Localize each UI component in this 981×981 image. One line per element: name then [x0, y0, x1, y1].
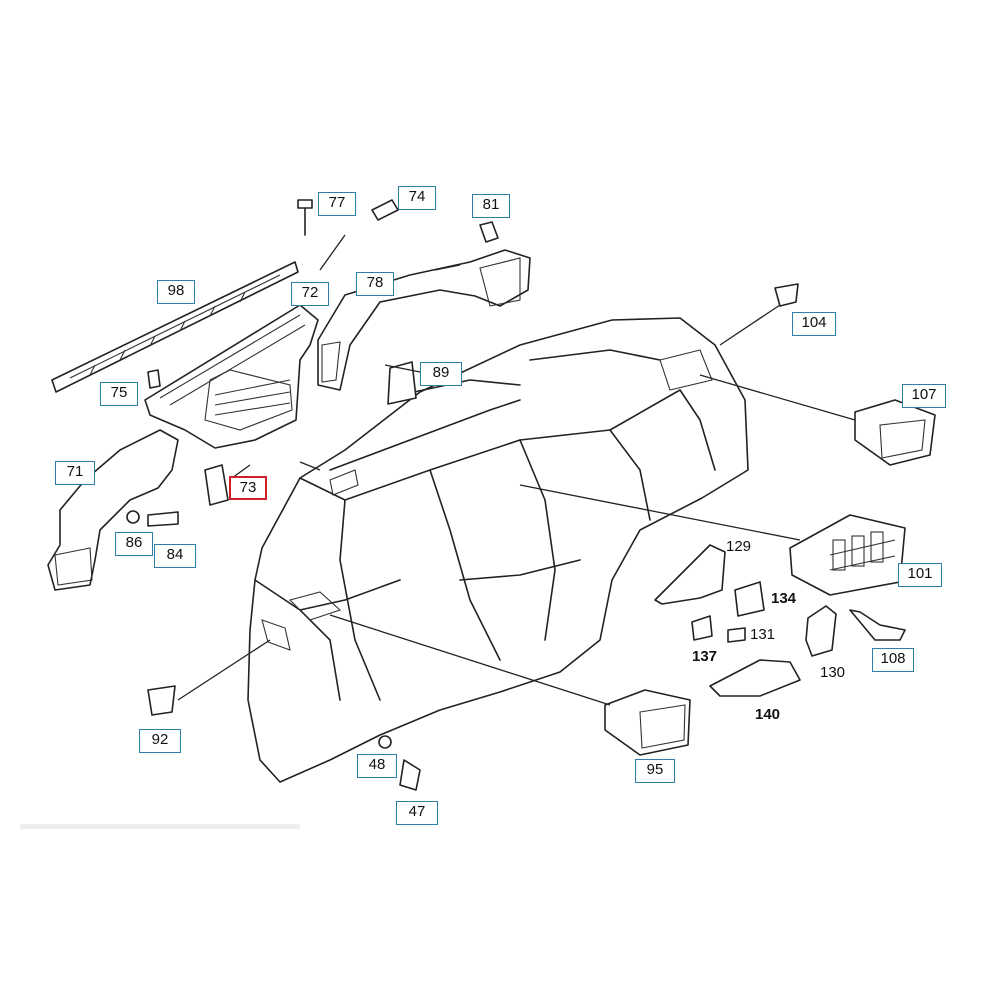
callout-104: 104: [792, 312, 836, 336]
vent-95: [604, 689, 691, 756]
callout-86: 86: [115, 532, 153, 556]
label-129: 129: [726, 538, 752, 555]
label-130: 130: [820, 664, 846, 681]
label-137: 137: [692, 648, 718, 665]
label-140: 140: [755, 706, 781, 723]
callout-78: 78: [356, 272, 394, 296]
callout-92: 92: [139, 729, 181, 753]
dashboard-body: [247, 317, 749, 783]
label-134: 134: [771, 590, 797, 607]
callout-84: 84: [154, 544, 196, 568]
side-vent-duct: [317, 249, 531, 391]
callout-101: 101: [898, 563, 942, 587]
callout-47: 47: [396, 801, 438, 825]
callout-71: 71: [55, 461, 95, 485]
callout-77: 77: [318, 192, 356, 216]
callout-89: 89: [420, 362, 462, 386]
label-131: 131: [750, 626, 776, 643]
vent-107: [854, 399, 936, 466]
callout-95: 95: [635, 759, 675, 783]
switch-cluster: [654, 544, 906, 697]
callout-72: 72: [291, 282, 329, 306]
callout-75: 75: [100, 382, 138, 406]
bottom-divider: [20, 824, 300, 829]
callout-48: 48: [357, 754, 397, 778]
callout-74: 74: [398, 186, 436, 210]
small-hardware: [126, 199, 799, 791]
vent-101: [789, 514, 906, 596]
defroster-strip: [51, 261, 299, 393]
callout-107: 107: [902, 384, 946, 408]
left-duct: [47, 429, 179, 591]
callout-73-selected: 73: [229, 476, 267, 500]
center-duct-assembly: [144, 304, 319, 449]
leader-lines: [177, 234, 856, 706]
callout-108: 108: [872, 648, 914, 672]
callout-98: 98: [157, 280, 195, 304]
callout-81: 81: [472, 194, 510, 218]
